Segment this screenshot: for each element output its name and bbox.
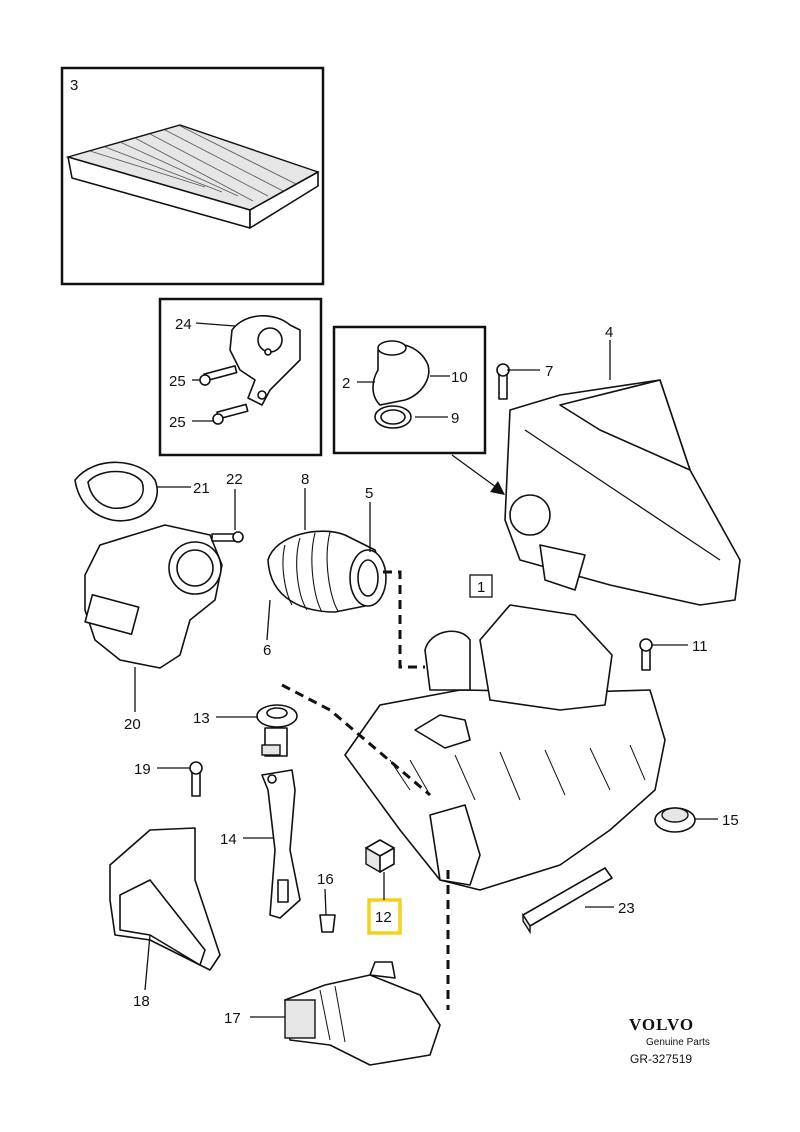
volvo-logo: VOLVO xyxy=(629,1015,694,1034)
callout-labels: 3 24 25 25 2 10 9 4 7 21 22 8 5 6 20 1 1… xyxy=(70,77,739,1027)
callout-23: 23 xyxy=(618,900,635,917)
callout-9: 9 xyxy=(451,410,459,427)
callout-7: 7 xyxy=(545,363,553,380)
dashed-leader-5 xyxy=(383,570,425,669)
callout-21: 21 xyxy=(193,480,210,497)
bolt-11 xyxy=(639,638,653,671)
air-box-cover xyxy=(504,379,741,606)
grommet-15 xyxy=(654,807,696,833)
callout-10: 10 xyxy=(451,369,468,386)
callout-15: 15 xyxy=(722,812,739,829)
callout-18: 18 xyxy=(133,993,150,1010)
callout-25-upper: 25 xyxy=(169,373,186,390)
callout-1: 1 xyxy=(477,579,485,596)
bolt-25-lower xyxy=(212,403,249,425)
air-box-housing xyxy=(344,604,666,891)
branding: VOLVO Genuine Parts GR-327519 xyxy=(629,1015,710,1066)
inset-frame-bracket xyxy=(158,297,323,457)
part-12-cube xyxy=(365,839,395,874)
bellows-hose xyxy=(267,530,387,613)
leader-lines xyxy=(134,322,718,1018)
intake-snorkel-17 xyxy=(284,961,441,1066)
callout-14: 14 xyxy=(220,831,237,848)
air-duct-18 xyxy=(109,827,221,971)
inset-frame-filter xyxy=(60,66,325,286)
bolt-7 xyxy=(496,363,510,400)
dashed-leader-13 xyxy=(281,683,431,797)
callout-8: 8 xyxy=(301,471,309,488)
throttle-body xyxy=(84,524,223,669)
foam-strip-23 xyxy=(522,867,613,935)
callout-3: 3 xyxy=(70,77,78,94)
callout-5: 5 xyxy=(365,485,373,502)
inset-frame-hose xyxy=(332,325,487,455)
mount-bracket-14 xyxy=(261,769,301,919)
bolt-19 xyxy=(189,761,203,797)
callout-19: 19 xyxy=(134,761,151,778)
callout-17: 17 xyxy=(224,1010,241,1027)
callout-25-lower: 25 xyxy=(169,414,186,431)
bolt-22 xyxy=(211,531,244,543)
callout-13: 13 xyxy=(193,710,210,727)
diagram-reference: GR-327519 xyxy=(630,1052,692,1066)
throttle-bracket xyxy=(229,315,301,406)
callout-11: 11 xyxy=(692,638,708,655)
air-filter-element xyxy=(65,124,320,229)
bolt-25-upper xyxy=(199,365,238,386)
intake-hose xyxy=(372,340,430,429)
callout-6: 6 xyxy=(263,642,271,659)
brand-tagline: Genuine Parts xyxy=(646,1037,710,1048)
clip-16 xyxy=(319,914,336,933)
callout-4: 4 xyxy=(605,324,613,341)
callout-22: 22 xyxy=(226,471,243,488)
callout-24: 24 xyxy=(175,316,192,333)
callout-16: 16 xyxy=(317,871,334,888)
grommet-13 xyxy=(256,704,298,757)
callout-20: 20 xyxy=(124,716,141,733)
callout-12: 12 xyxy=(375,909,392,926)
callout-frame-1 xyxy=(469,574,493,598)
callout-2: 2 xyxy=(342,375,350,392)
